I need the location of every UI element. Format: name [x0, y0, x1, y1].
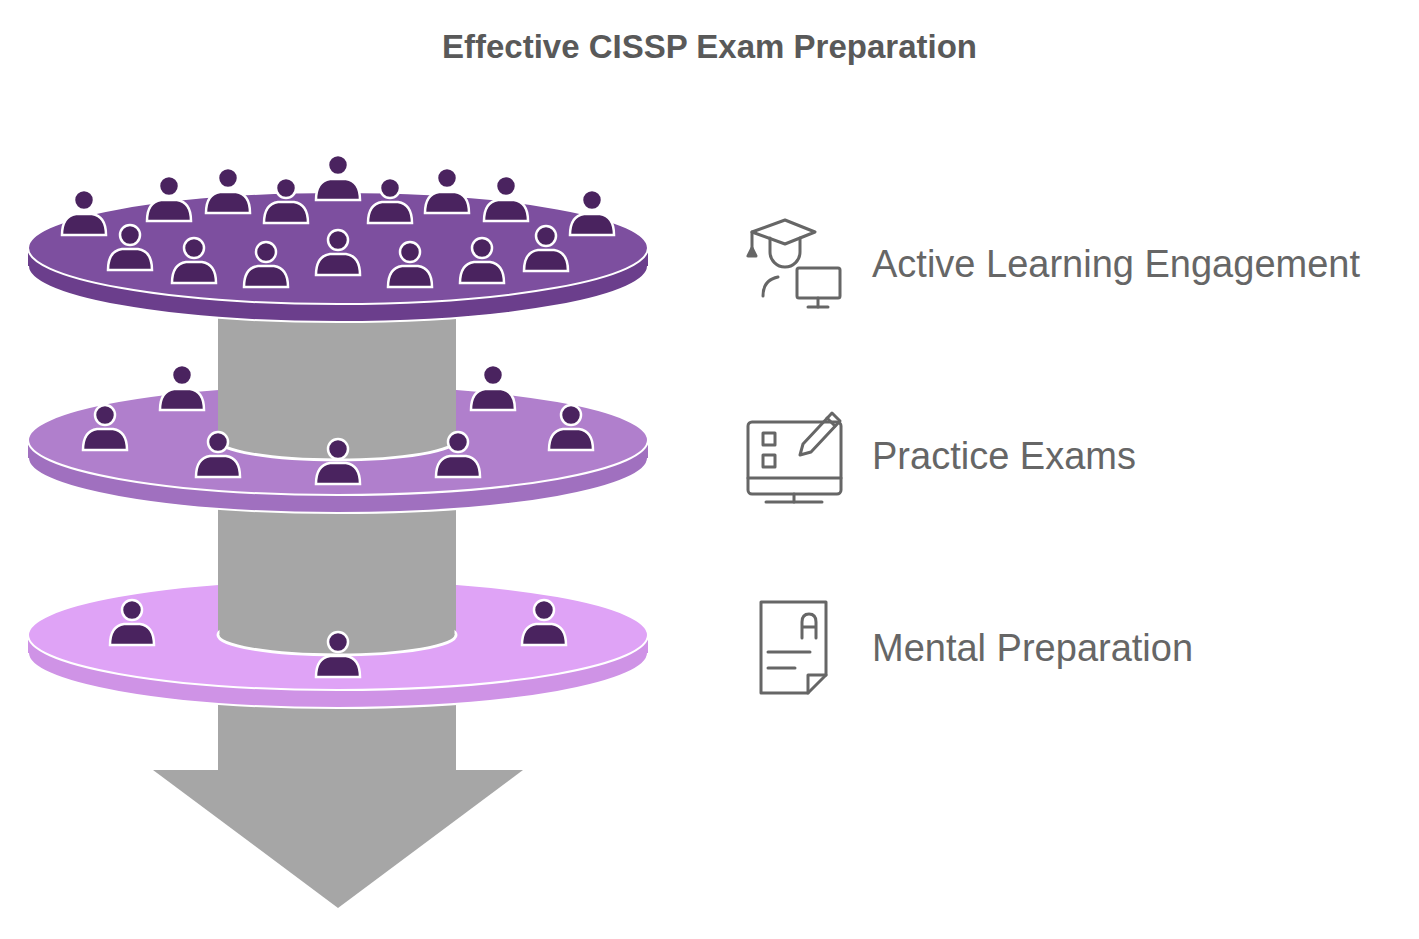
person-icon — [196, 432, 240, 477]
person-icon — [524, 226, 568, 271]
person-icon — [522, 600, 566, 645]
person-icon — [368, 178, 412, 223]
person-icon — [484, 176, 528, 221]
person-icon — [206, 168, 250, 213]
step-label: Mental Preparation — [872, 627, 1193, 670]
document-icon — [761, 602, 826, 693]
top-disc — [28, 192, 648, 322]
person-icon — [570, 190, 614, 235]
person-icon — [62, 190, 106, 235]
exam-icon — [748, 413, 841, 502]
down-arrow — [153, 690, 523, 908]
person-icon — [108, 225, 152, 270]
person-icon — [549, 405, 593, 450]
person-icon — [110, 600, 154, 645]
person-icon — [316, 439, 360, 484]
step-label: Active Learning Engagement — [872, 243, 1360, 286]
learning-icon — [748, 220, 840, 307]
person-icon — [244, 242, 288, 287]
person-icon — [471, 365, 515, 410]
person-icon — [264, 178, 308, 223]
person-icon — [316, 155, 360, 200]
people-group — [62, 155, 614, 287]
person-icon — [172, 238, 216, 283]
people-group — [110, 600, 566, 677]
person-icon — [147, 176, 191, 221]
people-group — [83, 365, 593, 484]
person-icon — [316, 230, 360, 275]
person-icon — [83, 405, 127, 450]
person-icon — [436, 432, 480, 477]
person-icon — [160, 365, 204, 410]
person-icon — [388, 242, 432, 287]
person-icon — [425, 168, 469, 213]
diagram-title: Effective CISSP Exam Preparation — [0, 28, 1419, 66]
middle-disc — [28, 385, 648, 513]
person-icon — [316, 632, 360, 677]
person-icon — [460, 238, 504, 283]
step-label: Practice Exams — [872, 435, 1136, 478]
